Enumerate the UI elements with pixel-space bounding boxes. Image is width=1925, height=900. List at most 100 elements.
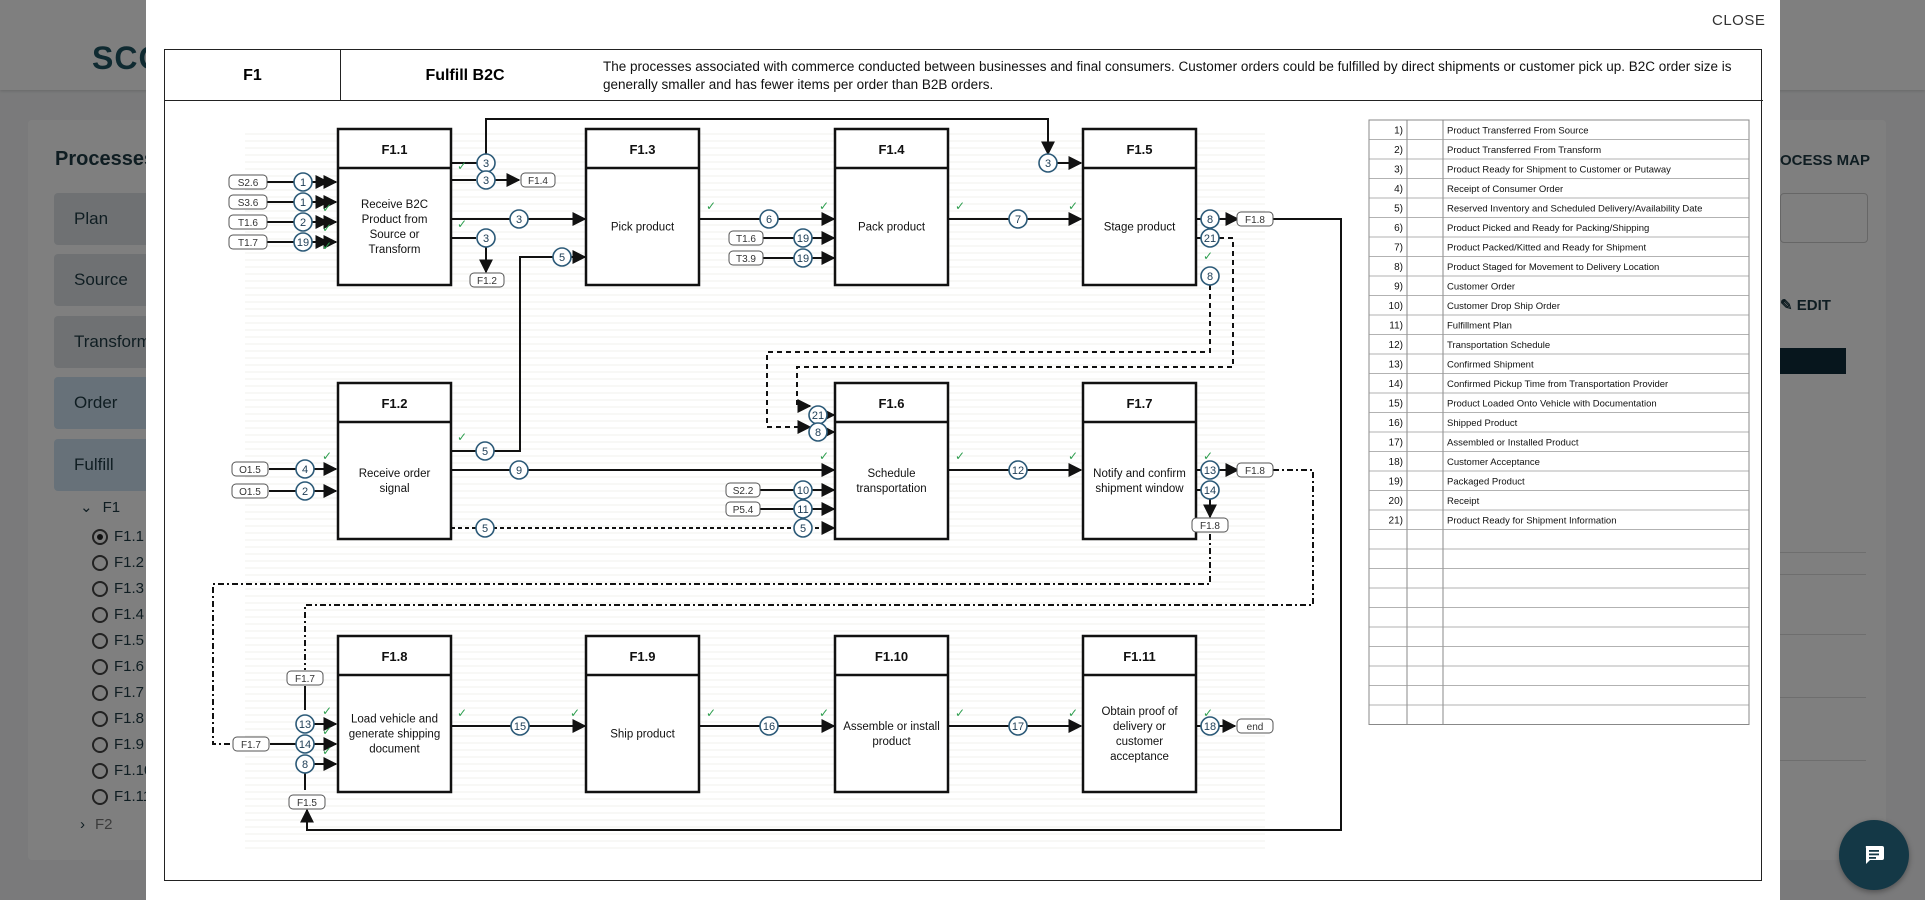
process-box-code: F1.9 <box>629 649 655 664</box>
legend-border <box>1368 119 1750 725</box>
legend-text: Receipt of Consumer Order <box>1447 184 1563 195</box>
process-box-label: acceptance <box>1110 751 1169 763</box>
io-tag-label: T3.9 <box>736 254 756 265</box>
io-tag <box>1191 517 1229 533</box>
flow-number: 5 <box>482 523 488 535</box>
flow-number-circle <box>295 459 315 479</box>
flow-number: 14 <box>299 739 311 751</box>
legend-number: 3) <box>1394 165 1403 176</box>
flow-number: 1 <box>300 177 306 189</box>
io-tag-label: end <box>1247 722 1264 733</box>
legend-number: 9) <box>1394 282 1403 293</box>
flow-number-circle <box>552 247 572 267</box>
check-icon: ✓ <box>322 201 332 215</box>
process-box-label: shipment window <box>1095 483 1184 495</box>
legend-table: 1)Product Transferred From Source2)Produ… <box>1368 119 1750 725</box>
flow-number: 10 <box>797 485 809 497</box>
io-tag-label: F1.8 <box>1200 521 1220 532</box>
process-box-label: Ship product <box>610 729 675 741</box>
process-box <box>584 634 701 794</box>
legend-text: Confirmed Pickup Time from Transportatio… <box>1447 379 1668 390</box>
flow-number-circle <box>293 232 313 252</box>
io-tag-label: F1.5 <box>297 798 317 809</box>
flow-number: 21 <box>812 410 824 422</box>
flow-number: 2 <box>302 486 308 498</box>
flow-number-circle <box>793 518 813 538</box>
legend-text: Customer Order <box>1447 282 1515 293</box>
process-box-label: transportation <box>856 483 926 495</box>
io-tag <box>728 230 764 246</box>
process-box-label: Source or <box>370 229 420 241</box>
io-tag-label: F1.4 <box>528 176 548 187</box>
process-box-label: Receive B2C <box>361 199 428 211</box>
flow-number-circle <box>476 170 496 190</box>
flow-number-circle <box>1200 460 1220 480</box>
process-box-code: F1.6 <box>878 396 904 411</box>
io-tag <box>228 174 268 190</box>
check-icon: ✓ <box>322 221 332 235</box>
legend-text: Product Picked and Ready for Packing/Shi… <box>1447 223 1649 234</box>
check-icon: ✓ <box>1068 199 1078 213</box>
process-sheet: F1 Fulfill B2C The processes associated … <box>164 49 1763 881</box>
flow-number: 5 <box>800 523 806 535</box>
process-box-label: Notify and confirm <box>1093 468 1186 480</box>
legend-text: Product Packed/Kitted and Ready for Ship… <box>1447 243 1646 254</box>
legend-number: 19) <box>1389 477 1403 488</box>
legend-number: 10) <box>1389 301 1403 312</box>
legend-text: Assembled or Installed Product <box>1447 438 1579 449</box>
check-icon: ✓ <box>1068 449 1078 463</box>
flow-number: 13 <box>1204 465 1216 477</box>
flow-number-circle <box>1008 209 1028 229</box>
process-box-label: Assemble or install <box>843 721 940 733</box>
process-box-label: delivery or <box>1113 721 1166 733</box>
legend-number: 13) <box>1389 360 1403 371</box>
legend-text: Product Loaded Onto Vehicle with Documen… <box>1447 399 1657 410</box>
legend-number: 15) <box>1389 399 1403 410</box>
legend-text: Shipped Product <box>1447 418 1518 429</box>
process-box <box>833 634 950 794</box>
legend-number: 21) <box>1389 516 1403 527</box>
legend-text: Customer Drop Ship Order <box>1447 301 1560 312</box>
flow-number: 2 <box>300 217 306 229</box>
io-tag-label: P5.4 <box>733 505 754 516</box>
process-box-label: Product from <box>362 214 428 226</box>
legend-number: 5) <box>1394 204 1403 215</box>
check-icon: ✓ <box>570 706 580 720</box>
process-box-label: Pack product <box>858 222 926 234</box>
process-box-code: F1.5 <box>1126 142 1152 157</box>
flow-number: 9 <box>516 465 522 477</box>
io-tag <box>231 483 269 499</box>
chat-button[interactable] <box>1839 820 1909 890</box>
check-icon: ✓ <box>457 159 467 173</box>
process-box <box>584 127 701 287</box>
flow-number: 19 <box>297 237 309 249</box>
flow-number: 8 <box>815 427 821 439</box>
process-box-label: Transform <box>369 244 421 256</box>
io-tag <box>228 214 268 230</box>
io-tag <box>228 234 268 250</box>
process-box-label: Schedule <box>868 468 916 480</box>
legend-text: Product Ready for Shipment Information <box>1447 516 1617 527</box>
process-box-label: Obtain proof of <box>1101 706 1178 718</box>
flow-number-circle <box>293 212 313 232</box>
close-button[interactable]: CLOSE <box>1712 12 1766 29</box>
flow-number-circle <box>295 754 315 774</box>
legend-number: 11) <box>1389 321 1403 332</box>
process-box-code: F1.1 <box>381 142 407 157</box>
legend-number: 4) <box>1394 184 1403 195</box>
io-tag-label: S2.2 <box>733 486 754 497</box>
legend-number: 6) <box>1394 223 1403 234</box>
io-tag-label: S3.6 <box>238 198 259 209</box>
flow-number: 1 <box>300 197 306 209</box>
flow-number: 8 <box>1207 271 1213 283</box>
process-box-code: F1.2 <box>381 396 407 411</box>
flow-number-circle <box>1008 460 1028 480</box>
legend-number: 16) <box>1389 418 1403 429</box>
legend-text: Product Transferred From Transform <box>1447 145 1601 156</box>
io-tag <box>286 670 324 686</box>
io-tag-label: S2.6 <box>238 178 259 189</box>
legend-number: 2) <box>1394 145 1403 156</box>
flow-number-circle <box>476 228 496 248</box>
io-tag <box>1236 211 1274 227</box>
